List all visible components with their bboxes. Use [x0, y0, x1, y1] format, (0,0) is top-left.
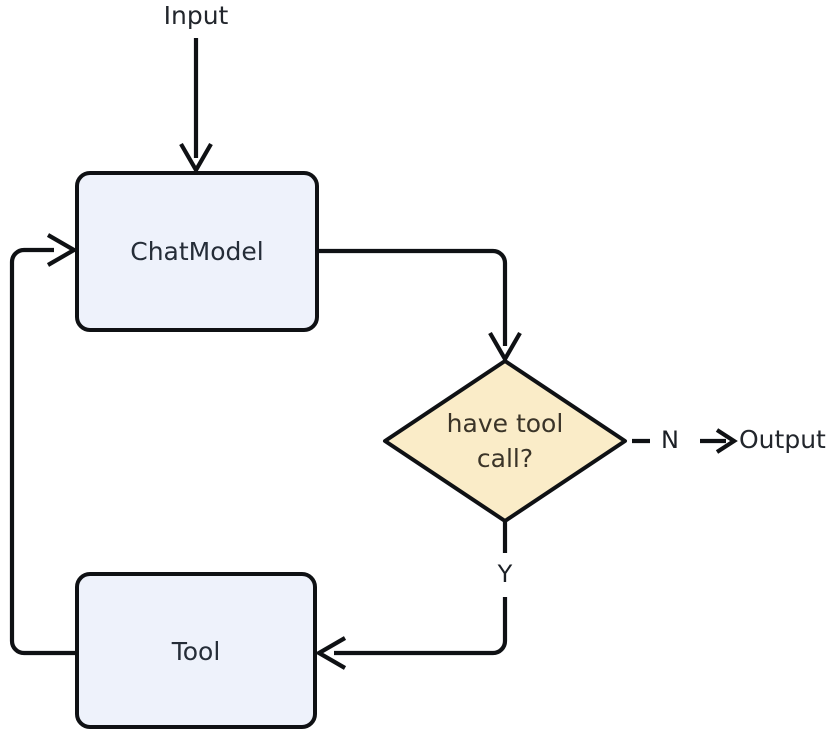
- decision-diamond[interactable]: [383, 359, 627, 523]
- edge-tool-to-chatmodel-loop: [9, 233, 79, 656]
- arrowhead-into-output: [715, 428, 738, 454]
- node-chatmodel[interactable]: ChatModel: [75, 171, 319, 332]
- node-tool[interactable]: Tool: [75, 572, 317, 729]
- output-label: Output: [739, 425, 826, 454]
- edge-yes-lower-segment: [334, 597, 508, 656]
- tool-box[interactable]: [75, 572, 317, 729]
- edge-decision-to-output: [632, 428, 738, 454]
- arrowhead-into-chatmodel-left: [46, 233, 79, 267]
- edge-input-to-chatmodel: [179, 38, 213, 175]
- edge-chatmodel-decision-line: [317, 248, 508, 346]
- decision-label-line-1: have tool: [447, 409, 564, 438]
- branch-label-no: N: [661, 426, 679, 454]
- branch-label-yes: Y: [497, 560, 513, 588]
- input-label: Input: [164, 1, 229, 30]
- arrowhead-into-chatmodel-top: [179, 142, 213, 175]
- decision-label-line-2: call?: [477, 444, 533, 473]
- tool-label: Tool: [171, 637, 221, 666]
- chatmodel-label: ChatModel: [130, 237, 263, 266]
- arrowhead-into-tool-right: [314, 636, 347, 670]
- node-decision[interactable]: have tool call?: [383, 359, 627, 523]
- edge-decision-to-tool: [314, 521, 508, 670]
- edge-loopback-line: [9, 247, 77, 656]
- edge-chatmodel-to-decision: [317, 248, 522, 364]
